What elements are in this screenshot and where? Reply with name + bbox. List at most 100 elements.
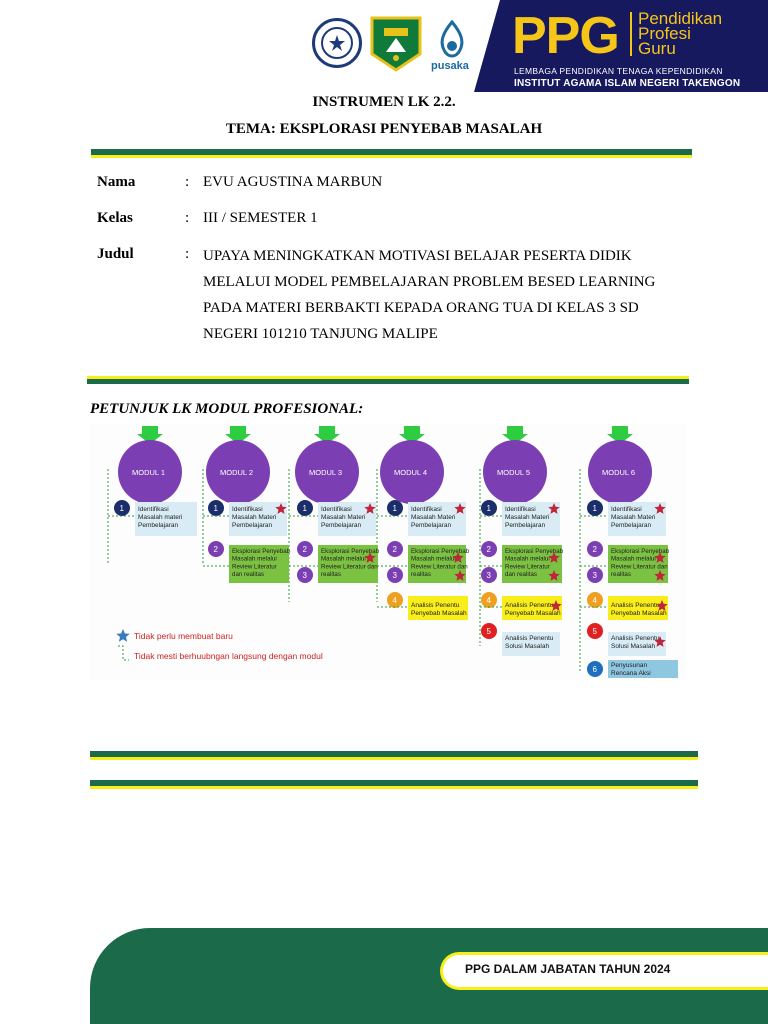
step1-5-badge [481,500,497,516]
legend-star-text: Tidak perlu membuat baru [134,631,233,641]
judul-colon: : [185,246,190,262]
legend-star-icon [116,629,130,642]
university-seal-icon [312,18,362,68]
step1-6-number: 1 [593,504,598,513]
module-flow-diagram: MODUL 1 MODUL 2 MODUL 3 MODUL 4 MODUL 5 MODUL… [90,424,686,680]
module-arrow-4 [399,426,425,444]
step2-4-badge [387,541,403,557]
divider-lower-green-2 [90,780,698,786]
step4-6-number: 4 [593,596,598,605]
step5-6-number: 5 [593,627,598,636]
step1-3-badge [297,500,313,516]
step1-2-number: 1 [214,504,219,513]
module-circle-2 [206,440,270,504]
step3-3-badge [297,567,313,583]
nama-value: EVU AGUSTINA MARBUN [203,174,383,190]
step5-5-number: 5 [487,627,492,636]
document-title: INSTRUMEN LK 2.2. [312,94,456,110]
step5-6-badge [587,623,603,639]
step4-box-4 [408,596,468,620]
step4-star-5 [550,600,562,611]
step2-star-5 [548,552,560,563]
module-circle-1 [118,440,182,504]
step3-6-number: 3 [593,571,598,580]
module-label-1: MODUL 1 [132,468,165,477]
step1-star-2 [275,503,287,514]
ppg-banner-lembaga: LEMBAGA PENDIDIKAN TENAGA KEPENDIDIKAN [514,66,723,76]
judul-label: Judul [97,246,134,262]
ppg-banner-divider [630,12,632,56]
step2-6-badge [587,541,603,557]
step2-3-badge [297,541,313,557]
seal-emblem-icon [329,35,345,51]
step2-star-6 [654,552,666,563]
nama-label: Nama [97,174,136,190]
kemenag-logo-icon [370,16,422,72]
module-arrow-1 [137,426,163,444]
step1-6-badge [587,500,603,516]
step2-box-2 [229,545,289,583]
module-arrow-3 [314,426,340,444]
step1-star-6 [654,503,666,514]
step6-6-badge [587,661,603,677]
step2-star-3 [364,552,376,563]
step2-3-number: 2 [303,545,308,554]
step1-1-number: 1 [120,504,125,513]
module-circle-3 [295,440,359,504]
step1-4-number: 1 [393,504,398,513]
ppg-banner-institut: INSTITUT AGAMA ISLAM NEGERI TAKENGON [514,78,741,89]
module-circle-4 [380,440,444,504]
divider-lower-yellow-2 [90,786,698,789]
step6-6-number: 6 [593,665,598,674]
module-label-4: MODUL 4 [394,468,427,477]
step1-2-badge [208,500,224,516]
step2-5-badge [481,541,497,557]
step3-4-badge [387,567,403,583]
legend-line-icon [118,645,129,661]
module-label-3: MODUL 3 [309,468,342,477]
step4-6-badge [587,592,603,608]
divider-lower-yellow-1 [90,757,698,760]
module-label-2: MODUL 2 [220,468,253,477]
step4-5-number: 4 [487,596,492,605]
document-theme: TEMA: EKSPLORASI PENYEBAB MASALAH [225,121,543,137]
divider-lower-green-1 [90,751,698,757]
divider-top-green [91,149,692,155]
pusaka-label: pusaka [431,60,469,72]
module-arrow-2 [225,426,251,444]
step3-star-4 [454,570,466,581]
step1-star-5 [548,503,560,514]
ppg-banner [474,0,768,92]
module-arrow-6 [607,426,633,444]
divider-top-yellow [91,155,692,158]
step2-6-number: 2 [593,545,598,554]
module-label-5: MODUL 5 [497,468,530,477]
kelas-value: III / SEMESTER 1 [203,210,318,226]
step1-4-badge [387,500,403,516]
step1-star-4 [454,503,466,514]
step1-star-3 [364,503,376,514]
step2-2-badge [208,541,224,557]
divider-mid-yellow [87,376,689,379]
judul-value: UPAYA MENINGKATKAN MOTIVASI BELAJAR PESE… [203,248,656,342]
step4-box-5 [502,596,562,620]
footer-pill [440,952,768,990]
step4-box-6 [608,596,668,620]
module-label-6: MODUL 6 [602,468,635,477]
footer-text: PPG DALAM JABATAN TAHUN 2024 [465,962,671,976]
step2-5-number: 2 [487,545,492,554]
kelas-colon: : [185,210,190,226]
nama-colon: : [185,174,190,190]
step3-5-badge [481,567,497,583]
